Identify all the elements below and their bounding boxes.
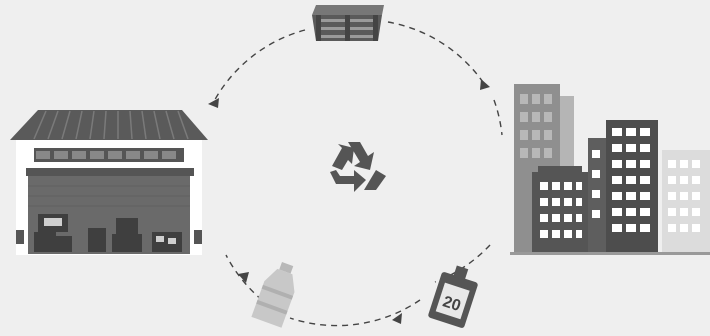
city-buildings-icon — [510, 84, 710, 255]
plastic-bottle-icon — [251, 259, 302, 328]
arrowhead-bottom-mid — [392, 313, 402, 324]
arc-right — [494, 100, 502, 135]
arc-crate-to-city — [212, 30, 305, 105]
classic-building — [532, 166, 588, 254]
dark-tower — [588, 120, 658, 254]
warehouse-icon — [10, 110, 208, 255]
background-tower-light — [662, 150, 710, 254]
wooden-crate-icon — [312, 5, 384, 41]
recycle-symbol-icon — [330, 142, 386, 192]
fuel-canister-icon: 20 — [428, 262, 482, 329]
arrowhead-top-left — [208, 98, 219, 108]
arrowhead-top-right — [480, 79, 490, 90]
arc-top-right — [388, 22, 485, 85]
